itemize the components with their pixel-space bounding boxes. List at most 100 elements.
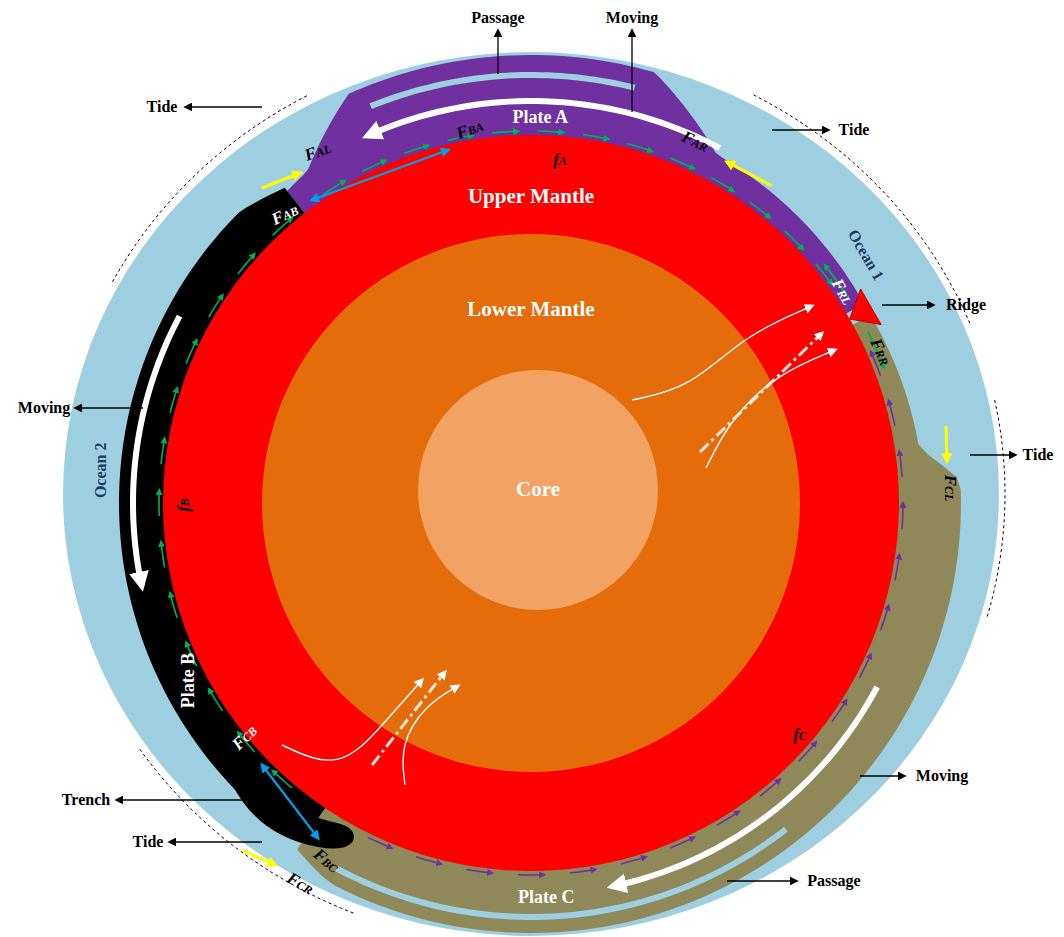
friction-arrow [670,837,694,848]
region-name: Ocean 2 [90,442,109,499]
callout-label: Moving [916,766,968,785]
region-name: Lower Mantle [262,297,800,322]
plume-flow [632,306,812,400]
tide-bulge [987,400,1005,619]
friction-arrow [627,144,652,152]
plume-axis [700,333,822,452]
friction-arrow [170,593,177,618]
callout-label: Passage [471,8,524,27]
friction-arrow [518,874,544,876]
friction-arrow [750,202,770,218]
layer-disc-shape [262,234,800,772]
friction-arrow [799,742,816,761]
friction-arrow [570,869,596,873]
callout-label: Tide [133,832,164,851]
callout-label: Tide [147,97,178,116]
friction-arrow [186,340,197,364]
friction-arrow [209,295,223,317]
leader-line [727,880,796,881]
friction-arrow [889,400,895,425]
leader-line [882,304,933,305]
friction-arrow [161,438,165,464]
friction-arrow [785,231,803,249]
friction-arrow [621,857,646,864]
leader-line [170,841,262,842]
friction-arrow [895,555,900,581]
leader-line [76,407,143,408]
friction-arrow [537,131,563,132]
friction-arrow [273,771,292,788]
collision-force-arrow [262,765,318,838]
callout-label: Tide [839,120,870,139]
friction-arrow [209,689,223,711]
tide-force-arrow [727,162,772,186]
region-name: Upper Mantle [163,184,899,209]
friction-arrow [881,606,889,631]
layer-disc: Core [418,370,658,610]
region-label-box: Plate C [514,883,580,913]
layer-disc: Upper MantleLower MantleCore [163,135,899,871]
friction-arrow [362,161,386,172]
region-label-box: Plate B [173,648,203,713]
friction-arrow [161,542,165,568]
friction-arrow [717,811,739,825]
friction-arrow [899,451,902,477]
ocean-shell [63,52,999,936]
region-name: Core [418,477,658,502]
layer-disc-shape [418,370,658,610]
friction-arrow [416,857,441,864]
plume-axis [372,672,445,765]
tide-force-arrow [242,850,275,865]
friction-arrow [901,503,904,529]
friction-arrow [760,779,780,796]
force-label: fA [553,150,567,170]
friction-arrow [186,642,197,666]
plume-flow [706,350,835,468]
region-label-box: Plate A [509,103,574,133]
friction-arrow [466,869,492,873]
friction-arrow [711,178,733,191]
plume-flow [403,686,458,785]
callout-label: Moving [606,8,658,27]
friction-arrow [158,490,160,516]
leader-line [186,106,262,107]
friction-arrow [238,254,255,274]
layer-disc-shape [163,135,899,871]
leader-line [772,129,828,130]
callout-label: Ridge [946,295,986,314]
friction-arrow [816,264,832,284]
callout-label: Tide [1023,445,1054,464]
region-name: Plate B [177,652,199,709]
callout-label: Passage [807,871,860,890]
friction-arrow [583,135,609,140]
friction-arrow [170,388,177,413]
tide-force-arrow [262,173,300,188]
layer-disc: Lower MantleCore [262,234,800,772]
leader-line [497,31,498,74]
region-label-box: Ocean 1 [839,223,892,290]
region-name: Ocean 1 [843,227,888,286]
friction-arrow [670,158,694,169]
force-label: FCL [940,475,960,502]
leader-line [631,31,632,112]
friction-arrow [492,131,518,133]
friction-arrow [404,145,429,153]
tide-force-arrow [946,426,947,461]
friction-arrow [368,837,392,848]
plume-flow [282,680,422,760]
region-name: Plate A [513,107,570,129]
region-label-box: Ocean 2 [86,438,113,503]
region-name: Plate C [518,887,576,909]
subducting-slab [232,742,354,849]
force-label: fC [793,725,807,745]
ridge-symbol [850,289,881,325]
callout-label: Moving [18,398,70,417]
force-label: fB [174,498,194,512]
leader-line [860,775,904,776]
callout-label: Trench [62,790,110,809]
leader-line [970,454,1015,455]
friction-arrow [832,700,847,722]
friction-arrow [859,654,870,677]
